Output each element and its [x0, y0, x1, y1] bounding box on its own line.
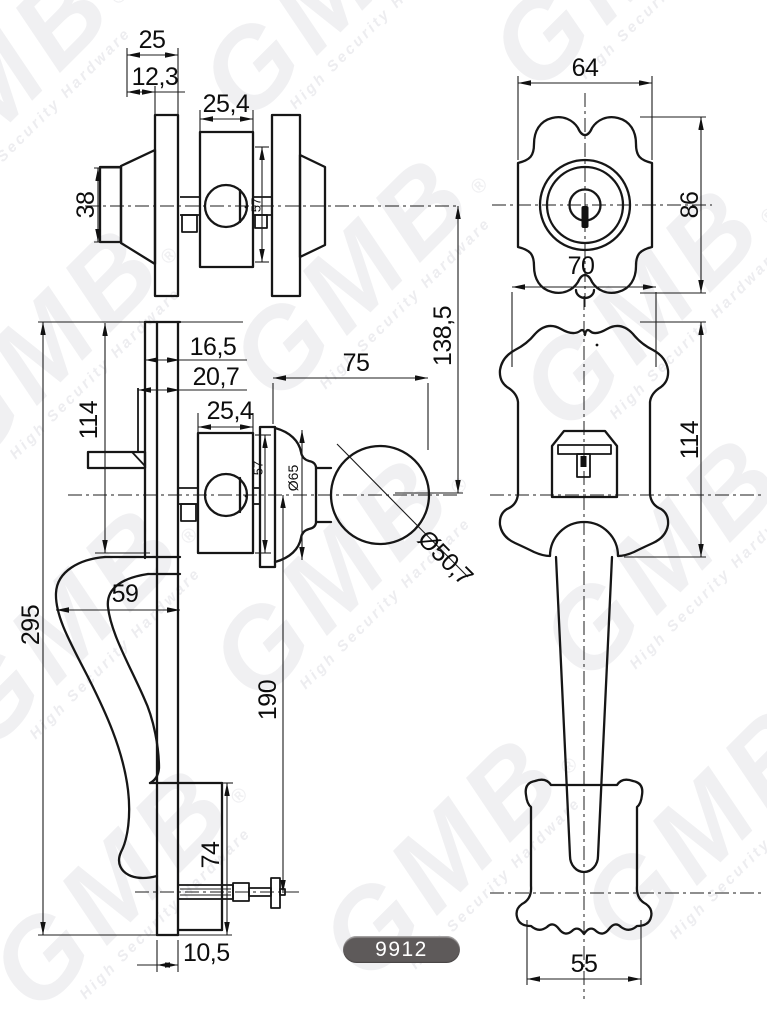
mounting-screw	[177, 877, 286, 909]
latch-bolt	[86, 450, 147, 470]
spindle-hub	[181, 214, 198, 233]
knob-diameter-leader	[336, 443, 469, 578]
dim-knob-diameter: Ø50,7	[412, 525, 478, 591]
dim-deadbolt-inner-width: 12,3	[132, 63, 179, 91]
screw-head	[270, 877, 281, 909]
dim-total-height: 295	[17, 605, 45, 645]
knob-ball	[329, 444, 431, 546]
dim-center-distance: 138,5	[429, 306, 457, 366]
cam	[203, 183, 249, 229]
dim-deadbolt-body-height: 57	[249, 198, 264, 212]
dim-upper-plate-height: 114	[75, 400, 103, 439]
dim-handle-plate-height: 114	[676, 420, 704, 459]
dim-body-height: 57	[251, 461, 266, 475]
dim-body-width: 25,4	[207, 397, 254, 425]
dim-plate-thickness: 10,5	[183, 939, 230, 967]
handle-side-view: 16,5 20,7 25,4 57 Ø65 75 138,5 Ø50,7 114…	[17, 206, 478, 972]
dim-cap-height: 74	[197, 841, 225, 868]
product-code-badge: 9912	[343, 936, 460, 963]
keyway-icon	[581, 206, 589, 228]
handle-plate	[498, 324, 670, 558]
dim-escutcheon-width: 64	[572, 54, 599, 82]
thumbturn-tip	[98, 165, 123, 244]
dim-rose-diameter: Ø65	[285, 465, 301, 492]
cylinder-face-view: 64 86 70	[492, 54, 712, 367]
lock-body	[198, 130, 255, 269]
dim-latch-depth: 20,7	[193, 363, 240, 391]
dim-cap-width: 55	[571, 950, 598, 978]
dim-knob-projection: 75	[343, 349, 370, 377]
knob-rose	[258, 425, 277, 569]
dim-deadbolt-turn-height: 38	[72, 192, 100, 219]
grip-side-inner	[106, 572, 161, 785]
lock-body	[196, 431, 255, 555]
cylinder-ring-outer	[538, 158, 632, 252]
dim-escutcheon-height: 86	[676, 192, 704, 219]
dim-plate-depth: 16,5	[190, 333, 237, 361]
interior-rose-plate	[153, 113, 180, 298]
deadbolt-side-view: 25 12,3 25,4 57 38	[72, 26, 458, 298]
technical-drawing: 25 12,3 25,4 57 38 64 86	[17, 26, 762, 999]
thumb-latch	[550, 429, 619, 499]
dim-deadbolt-width: 25	[139, 26, 166, 54]
dim-grip-length: 190	[254, 680, 282, 720]
cylinder-housing	[298, 153, 327, 259]
thumbturn-taper	[119, 148, 157, 266]
bottom-cap	[515, 778, 653, 936]
grip-front	[554, 555, 614, 874]
dim-lower-plate-width: 70	[568, 252, 595, 280]
product-code: 9912	[375, 937, 428, 961]
cam	[203, 472, 249, 518]
dim-grip-projection: 59	[112, 580, 139, 608]
handle-front-view: 114 55	[490, 296, 762, 999]
grip-side-outer	[54, 555, 159, 880]
cylinder-ring-inner	[545, 165, 625, 245]
dim-deadbolt-body-width: 25,4	[203, 90, 250, 118]
